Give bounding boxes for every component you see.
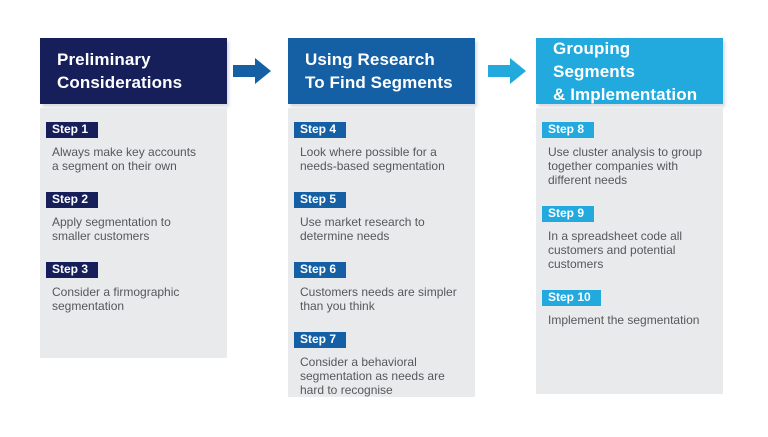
- step-7: Step 7 Consider a behavioral segmentatio…: [288, 330, 475, 397]
- step-10-text: Implement the segmentation: [548, 313, 700, 327]
- step-2-badge: Step 2: [46, 192, 99, 208]
- column-2-panel: Step 4 Look where possible for a needs-b…: [288, 108, 475, 397]
- step-9-badge: Step 9: [542, 206, 595, 222]
- column-preliminary-considerations: Preliminary Considerations Step 1 Always…: [40, 38, 227, 358]
- step-8: Step 8 Use cluster analysis to group tog…: [536, 120, 723, 187]
- step-6-badge: Step 6: [294, 262, 347, 278]
- column-3-title: Grouping Segments & Implementation: [553, 38, 698, 104]
- step-8-badge: Step 8: [542, 122, 595, 138]
- step-4-text: Look where possible for a needs-based se…: [300, 145, 445, 173]
- step-5: Step 5 Use market research to determine …: [288, 190, 475, 243]
- arrow-right-shape: [488, 58, 526, 84]
- step-3: Step 3 Consider a firmographic segmentat…: [40, 260, 227, 313]
- step-7-text: Consider a behavioral segmentation as ne…: [300, 355, 445, 397]
- step-4-badge: Step 4: [294, 122, 347, 138]
- column-using-research: Using Research To Find Segments Step 4 L…: [288, 38, 475, 397]
- step-1-text: Always make key accounts a segment on th…: [52, 145, 197, 173]
- step-2: Step 2 Apply segmentation to smaller cus…: [40, 190, 227, 243]
- step-9-text: In a spreadsheet code all customers and …: [548, 229, 683, 271]
- step-4: Step 4 Look where possible for a needs-b…: [288, 120, 475, 173]
- step-1: Step 1 Always make key accounts a segmen…: [40, 120, 227, 173]
- step-5-badge: Step 5: [294, 192, 347, 208]
- step-3-badge: Step 3: [46, 262, 99, 278]
- step-1-badge: Step 1: [46, 122, 99, 138]
- column-1-header: Preliminary Considerations: [40, 38, 227, 104]
- column-1-title: Preliminary Considerations: [57, 50, 183, 92]
- step-10: Step 10 Implement the segmentation: [536, 288, 723, 327]
- step-2-text: Apply segmentation to smaller customers: [52, 215, 171, 243]
- column-3-header: Grouping Segments & Implementation: [536, 38, 723, 104]
- column-2-title: Using Research To Find Segments: [305, 50, 453, 92]
- step-8-text: Use cluster analysis to group together c…: [548, 145, 703, 187]
- column-grouping-implementation: Grouping Segments & Implementation Step …: [536, 38, 723, 394]
- step-6: Step 6 Customers needs are simpler than …: [288, 260, 475, 313]
- column-2-header: Using Research To Find Segments: [288, 38, 475, 104]
- step-9: Step 9 In a spreadsheet code all custome…: [536, 204, 723, 271]
- column-3-panel: Step 8 Use cluster analysis to group tog…: [536, 108, 723, 394]
- step-5-text: Use market research to determine needs: [300, 215, 425, 243]
- arrow-right-icon: [233, 58, 271, 84]
- arrow-right-icon: [488, 58, 526, 84]
- arrow-right-shape: [233, 58, 271, 84]
- step-6-text: Customers needs are simpler than you thi…: [300, 285, 457, 313]
- step-7-badge: Step 7: [294, 332, 347, 348]
- step-3-text: Consider a firmographic segmentation: [52, 285, 180, 313]
- column-1-panel: Step 1 Always make key accounts a segmen…: [40, 108, 227, 358]
- step-10-badge: Step 10: [542, 290, 601, 306]
